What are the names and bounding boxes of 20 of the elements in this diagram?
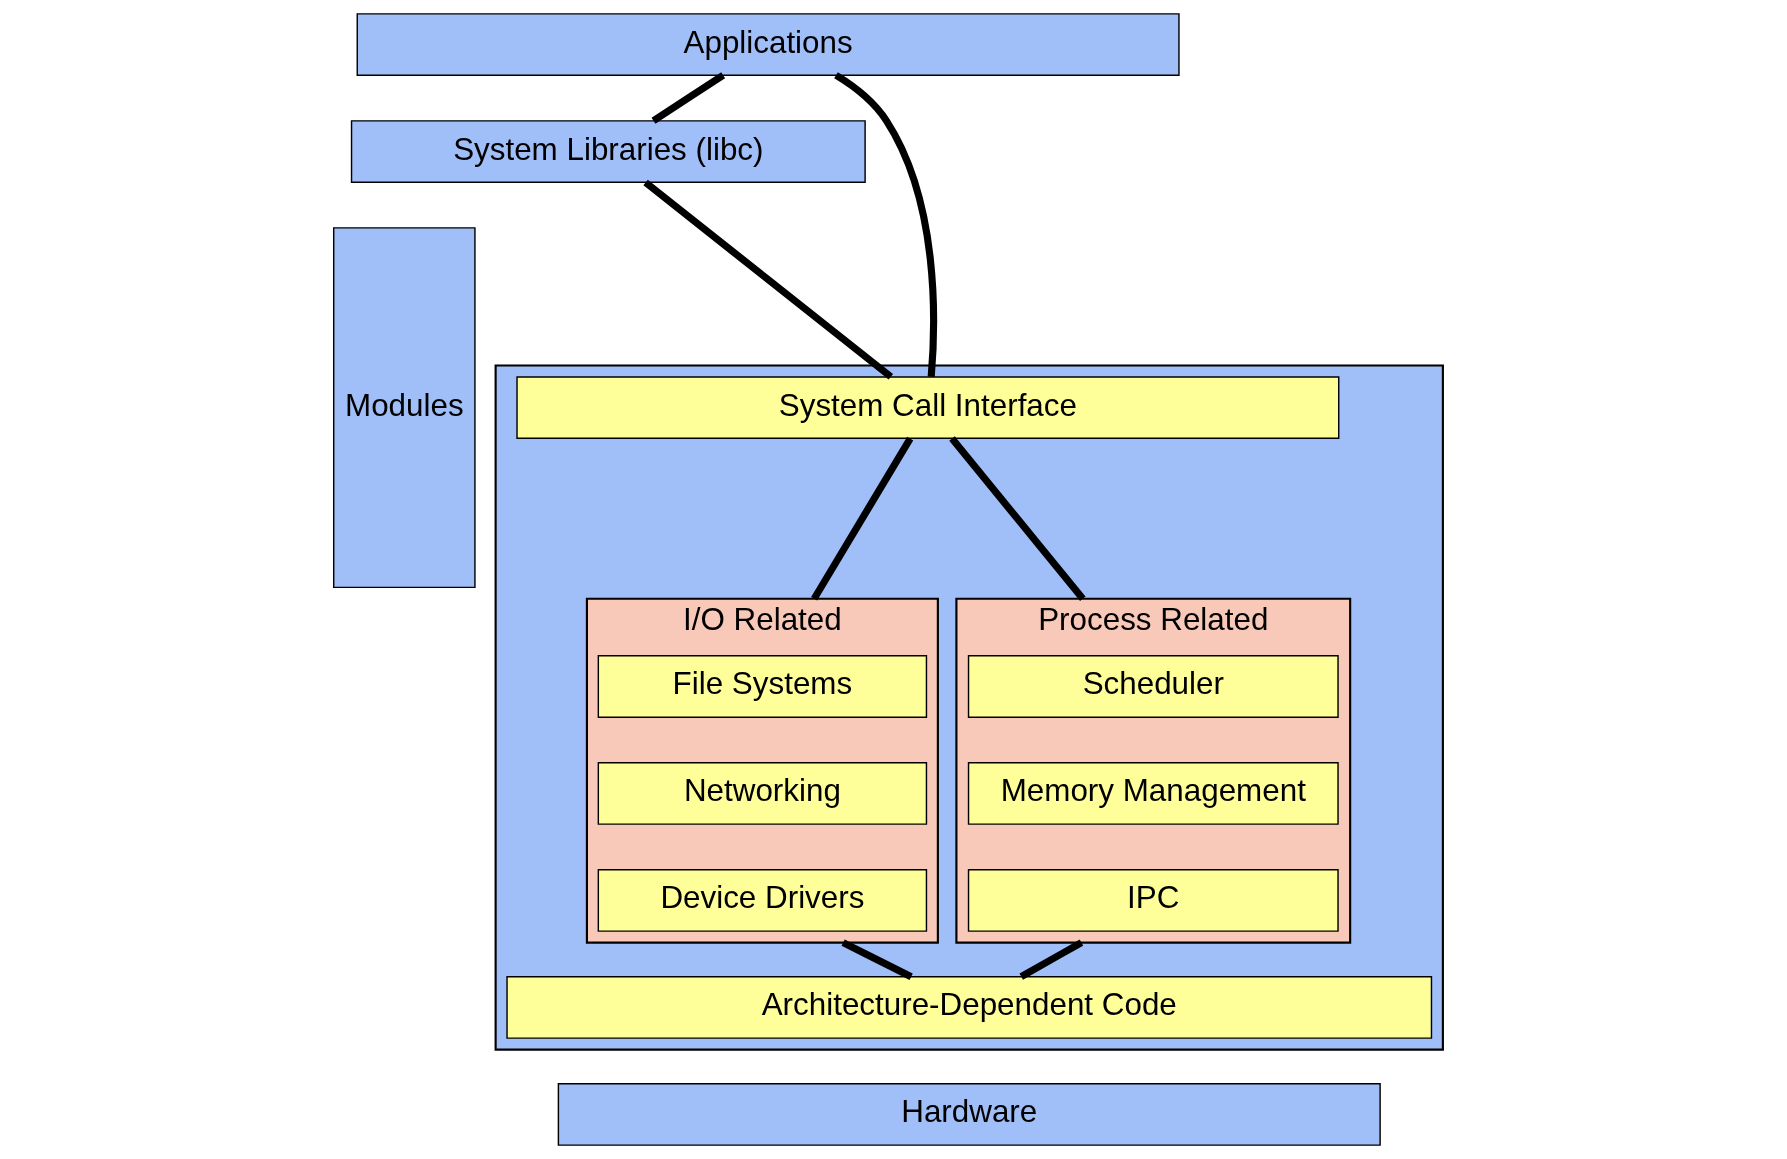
node-box: Networking <box>597 762 927 825</box>
node-box: Device Drivers <box>597 869 927 932</box>
node-box: File Systems <box>597 655 927 718</box>
connector <box>1019 939 1083 980</box>
connector <box>841 939 913 980</box>
node-box: Applications <box>356 13 1180 76</box>
node-box: System Libraries (libc) <box>350 120 866 183</box>
cluster <box>494 364 1444 1051</box>
connector <box>642 179 893 380</box>
node-box: IPC <box>967 869 1339 932</box>
node-box: Hardware <box>557 1083 1381 1146</box>
connector <box>810 436 913 601</box>
node-box: Memory Management <box>967 762 1339 825</box>
connector <box>651 72 725 124</box>
node-box: Scheduler <box>967 655 1339 718</box>
connector <box>948 436 1086 601</box>
node-box: Architecture-Dependent Code <box>505 976 1432 1039</box>
connector <box>833 72 937 377</box>
node-box: Modules <box>332 227 476 589</box>
node-box: System Call Interface <box>515 376 1339 439</box>
